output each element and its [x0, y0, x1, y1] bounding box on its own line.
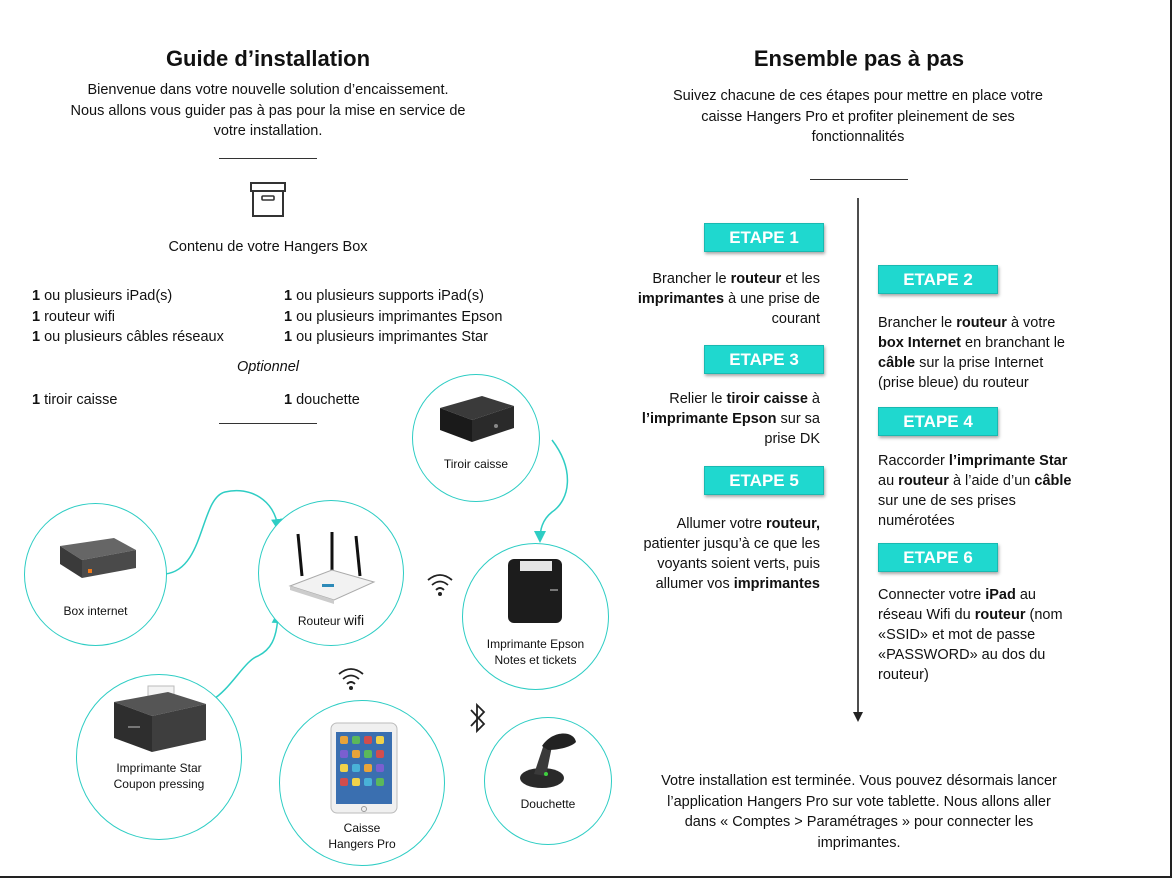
final-message: Votre installation est terminée. Vous po… [661, 773, 1057, 851]
routeur-node [258, 500, 404, 646]
box-internet-label: Box internet [63, 604, 128, 618]
step-6-badge: ETAPE 6 [878, 543, 998, 572]
routeur-label: Routeur wifi [297, 612, 365, 628]
guide-title: Guide d’installation [165, 46, 371, 71]
caisse-label: Caisse Hangers Pro [328, 821, 396, 851]
divider [810, 179, 908, 180]
step-5-badge: ETAPE 5 [704, 466, 824, 495]
step-1-badge: ETAPE 1 [704, 223, 824, 252]
scanner-icon [520, 733, 576, 788]
steps-intro: Suivez chacune de ces étapes pour mettre… [673, 88, 1043, 145]
items-column-2: 1 ou plusieurs supports iPad(s) 1 ou plu… [284, 286, 502, 348]
ipad-icon [330, 722, 398, 814]
divider [219, 423, 317, 424]
items-column-1: 1 ou plusieurs iPad(s) 1 routeur wifi 1 … [32, 286, 224, 348]
step-2-badge: ETAPE 2 [878, 265, 998, 294]
wifi-icon [427, 574, 453, 596]
epson-label: Imprimante Epson Notes et tickets [486, 637, 585, 667]
step-3-badge: ETAPE 3 [704, 345, 824, 374]
epson-printer-icon [508, 559, 562, 623]
wifi-icon [338, 668, 364, 690]
step-4-badge: ETAPE 4 [878, 407, 998, 436]
step-5-description: Allumer votre routeur, patienter jusqu’à… [643, 516, 820, 592]
step-6-description: Connecter votre iPad au réseau Wifi du r… [878, 587, 1063, 683]
page-border [0, 876, 1172, 878]
list-item: 1 ou plusieurs imprimantes Epson [284, 308, 503, 325]
internet-box-icon [60, 538, 136, 578]
step-2-description: Brancher le routeur à votre box Internet… [878, 315, 1065, 391]
optional-item-douchette: 1 douchette [284, 392, 360, 408]
step-3-description: Relier le tiroir caisse à l’imprimante E… [641, 391, 820, 447]
list-item: 1 ou plusieurs supports iPad(s) [284, 288, 484, 304]
page-border [1170, 0, 1172, 878]
list-item: 1 ou plusieurs imprimantes Star [284, 329, 488, 345]
step-4-description: Raccorder l’imprimante Star au routeur à… [878, 453, 1072, 529]
star-printer-icon [114, 685, 206, 752]
optional-label: Optionnel [236, 359, 300, 375]
cash-drawer-icon [440, 396, 514, 442]
router-icon [288, 532, 376, 604]
box-content-label: Contenu de votre Hangers Box [168, 239, 368, 255]
list-item: 1 routeur wifi [32, 308, 116, 325]
archive-box-icon [250, 182, 286, 217]
tiroir-caisse-label: Tiroir caisse [443, 457, 509, 471]
steps-title: Ensemble pas à pas [753, 46, 965, 71]
douchette-label: Douchette [520, 797, 576, 811]
bluetooth-icon [470, 702, 486, 734]
divider [219, 158, 317, 159]
step-1-description: Brancher le routeur et les imprimantes à… [637, 271, 820, 327]
list-item: 1 ou plusieurs câbles réseaux [32, 329, 224, 345]
list-item: 1 ou plusieurs iPad(s) [32, 288, 173, 304]
timeline-arrow [853, 198, 863, 722]
optional-item-tiroir: 1 tiroir caisse [32, 392, 118, 408]
star-printer-label: Imprimante Star Coupon pressing [113, 761, 205, 791]
guide-intro: Bienvenue dans votre nouvelle solution d… [70, 82, 466, 139]
